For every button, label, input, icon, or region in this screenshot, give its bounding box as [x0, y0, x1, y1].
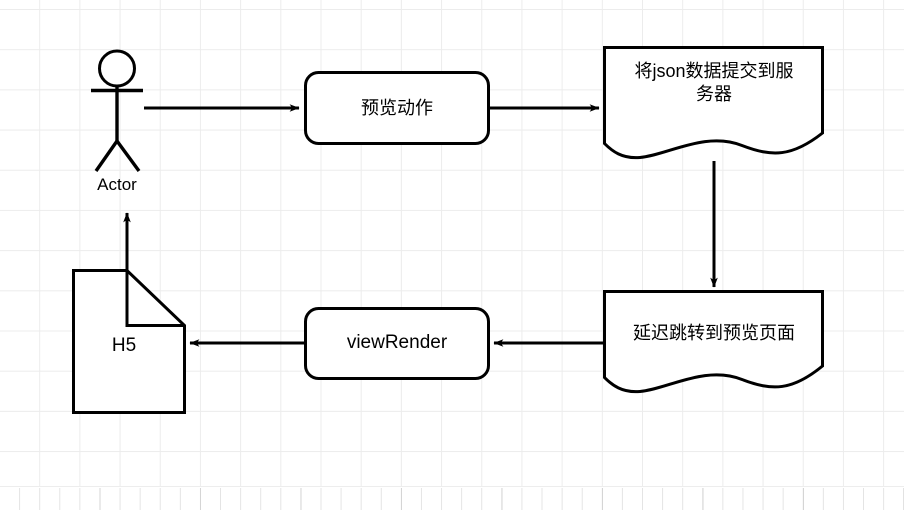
node-h5-page[interactable] [72, 269, 186, 414]
grid-divider [0, 486, 904, 487]
node-preview-action[interactable] [304, 71, 490, 145]
node-view-render[interactable] [304, 307, 490, 380]
page-fold-icon [125, 270, 185, 327]
node-submit-json[interactable] [603, 46, 824, 160]
actor-figure[interactable] [91, 49, 143, 173]
grid-ruler-major-ticks [0, 488, 904, 510]
node-delay-redirect[interactable] [603, 290, 824, 394]
